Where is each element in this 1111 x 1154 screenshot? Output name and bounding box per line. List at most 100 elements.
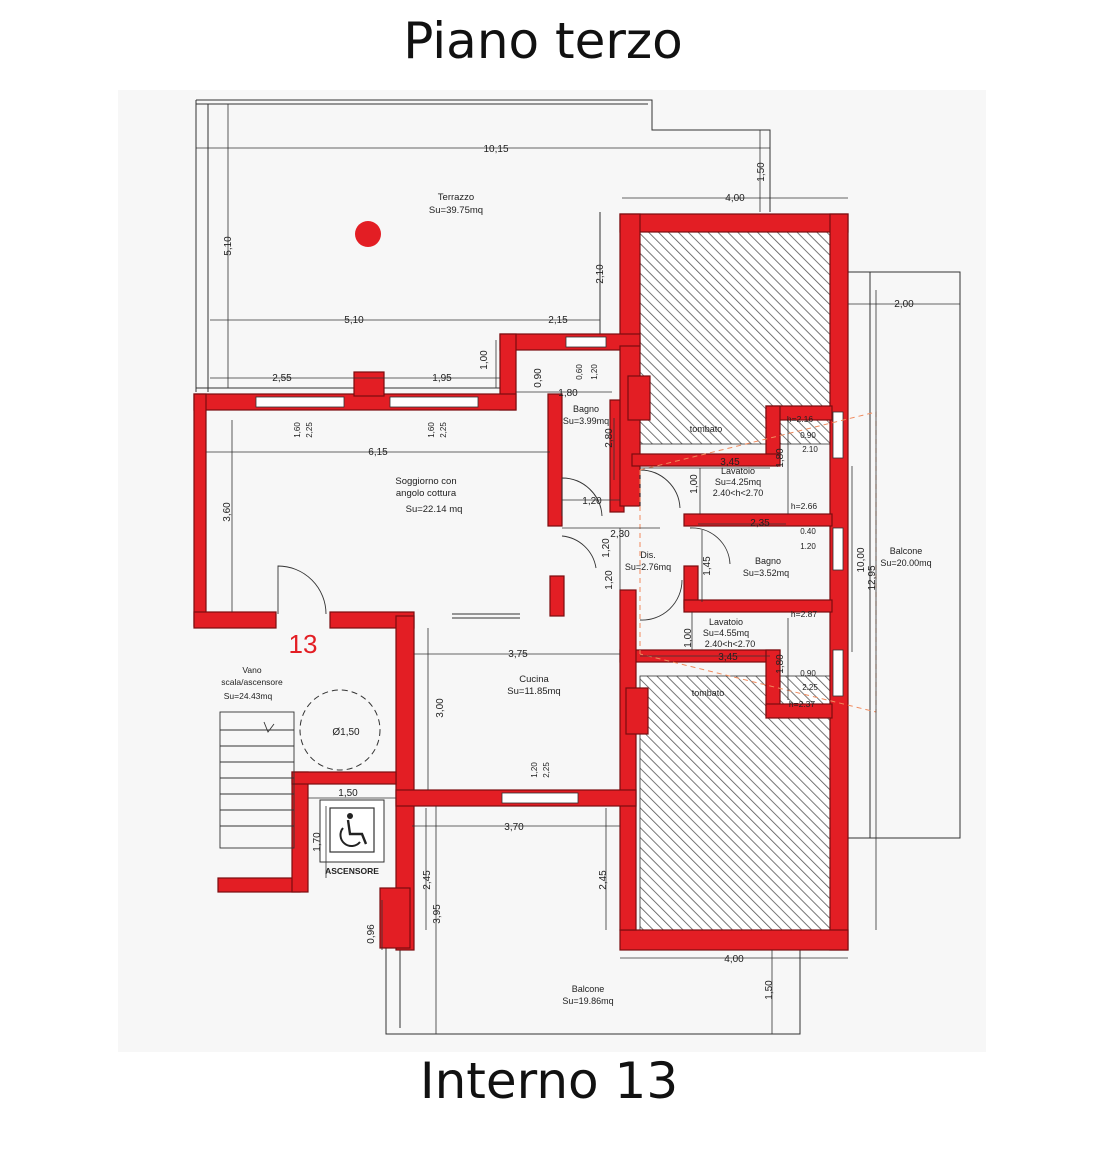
window-lavatoio2 xyxy=(832,649,844,697)
room-name-bagno1: Bagno xyxy=(573,404,599,414)
unit-title: Interno 13 xyxy=(420,1052,678,1110)
dim-lower-left-2: 2,45 xyxy=(422,870,433,890)
wall-entry-jamb xyxy=(549,575,565,617)
tombato-label-top: tombato xyxy=(690,424,723,434)
room-name-soggiorno-2: angolo cottura xyxy=(396,488,457,499)
dim-upper-balcony-depth: 1,50 xyxy=(756,162,767,182)
room-area-terrazzo: Su=39.75mq xyxy=(429,205,483,216)
room-labels: Terrazzo Su=39.75mq Soggiorno con angolo… xyxy=(221,192,931,1006)
window-soggiorno-1 xyxy=(255,396,345,408)
dim-soggiorno-width: 6,15 xyxy=(368,447,388,458)
dim-dis-width: 2,30 xyxy=(610,529,630,540)
room-name-vano-1: Vano xyxy=(242,665,261,675)
windows xyxy=(255,336,844,804)
dim-lavatoio2-depth: 1,80 xyxy=(775,654,786,674)
room-name-vano-2: scala/ascensore xyxy=(221,677,283,687)
right-balcony-outline xyxy=(846,271,961,839)
window-lavatoio1 xyxy=(832,411,844,459)
dim-dis-door-2: 1,20 xyxy=(604,570,615,590)
dim-lavatoio1-depth: 1,80 xyxy=(775,448,786,468)
window-bagno xyxy=(565,336,607,348)
dim-lavatoio2-window-w: 2.25 xyxy=(802,683,818,692)
roof-projection-outline xyxy=(639,411,877,713)
dim-lift-width: 1,50 xyxy=(338,788,358,799)
wall-stair-south xyxy=(217,877,301,893)
room-height-lavatoio2: 2.40<h<2.70 xyxy=(705,639,756,649)
wall-bagno-west xyxy=(547,393,563,527)
dim-window-2-sill: 1,60 xyxy=(427,422,436,438)
room-area-lavatoio2: Su=4.55mq xyxy=(703,628,749,638)
dim-soggiorno-depth: 3,60 xyxy=(222,502,233,522)
dim-cucina-window-width: 2,25 xyxy=(542,762,551,778)
dim-bagno-window-height: 0,90 xyxy=(533,368,544,388)
dim-total-depth: 12,95 xyxy=(867,565,878,590)
door-dis xyxy=(561,535,597,569)
room-name-dis: Dis. xyxy=(640,550,656,560)
dim-lavatoio1-h-min: h=2.66 xyxy=(791,501,818,511)
turning-diameter: Ø1,50 xyxy=(332,727,360,738)
dim-lavatoio1-h-max: h=2.16 xyxy=(787,414,814,424)
wall-top-right xyxy=(619,213,849,233)
room-name-balcone-bottom: Balcone xyxy=(572,984,605,994)
room-name-bagno2: Bagno xyxy=(755,556,781,566)
dim-bagno-width: 1,80 xyxy=(558,388,578,399)
wall-lavatoio1-north xyxy=(631,453,781,467)
dim-lift-depth: 1,70 xyxy=(312,832,323,852)
wall-lift-corner xyxy=(379,887,411,949)
bottom-balcony-outline xyxy=(385,946,801,1035)
wall-core-west xyxy=(619,345,641,507)
dim-terrace-depth: 5,10 xyxy=(223,236,234,256)
door-lavatoio2 xyxy=(639,579,683,621)
room-area-bagno2: Su=3.52mq xyxy=(743,568,789,578)
wall-east xyxy=(829,213,849,951)
wall-west xyxy=(193,393,207,627)
window-cucina xyxy=(501,792,579,804)
dim-lavatoio2-h-max: h=2.87 xyxy=(791,609,818,619)
dim-lavatoio1-window-w: 2.10 xyxy=(802,445,818,454)
wall-lavatoio2-bottom xyxy=(765,703,833,719)
pillar-core xyxy=(627,375,651,421)
room-area-balcone-right: Su=20.00mq xyxy=(880,558,931,568)
dim-cucina-width: 3,75 xyxy=(508,649,528,660)
terrace-outline xyxy=(196,99,771,212)
dim-lavatoio1-width: 3,45 xyxy=(720,457,740,468)
wall-lift-north xyxy=(291,771,397,785)
dim-lavatoio2-h-min: h=2.37 xyxy=(789,699,816,709)
dim-terrace-width: 10,15 xyxy=(483,144,508,155)
dim-bottom-balcony-depth: 1,50 xyxy=(764,980,775,1000)
dim-terrace-step: 2,10 xyxy=(595,264,606,284)
dim-bagno2-window-h: 0.40 xyxy=(800,527,816,536)
dim-bottom-right-width: 4,00 xyxy=(724,954,744,965)
staircase xyxy=(219,711,295,849)
room-area-soggiorno: Su=22.14 mq xyxy=(406,504,463,515)
turning-circle xyxy=(299,689,381,771)
entry-door-swing xyxy=(277,565,327,615)
dim-right-balcony-width: 2,00 xyxy=(894,299,914,310)
door-bagno2 xyxy=(689,527,731,565)
room-name-terrazzo: Terrazzo xyxy=(438,192,474,203)
wall-south-left xyxy=(193,611,277,629)
dim-terrace-step-height: 1,00 xyxy=(479,350,490,370)
dim-door-bagno: 1,20 xyxy=(582,496,602,507)
wall-bottom-right xyxy=(619,929,849,951)
dim-window-2-width: 2,25 xyxy=(439,422,448,438)
dim-terrace-left: 5,10 xyxy=(344,315,364,326)
dimension-lines xyxy=(196,104,960,1034)
room-area-lavatoio1: Su=4.25mq xyxy=(715,477,761,487)
lift-label: ASCENSORE xyxy=(325,866,379,876)
wall-upper-west xyxy=(619,213,641,347)
dim-cucina-depth: 3,00 xyxy=(435,698,446,718)
room-height-lavatoio1: 2.40<h<2.70 xyxy=(713,488,764,498)
dim-core-depth: 10,00 xyxy=(856,547,867,572)
room-name-soggiorno-1: Soggiorno con xyxy=(395,476,456,487)
dim-window-1-width: 2,25 xyxy=(305,422,314,438)
room-area-dis: Su=2.76mq xyxy=(625,562,671,572)
dim-bagno-length: 2,80 xyxy=(604,428,615,448)
room-area-cucina: Su=11.85mq xyxy=(507,686,560,697)
pillar-north xyxy=(353,371,385,397)
dim-lift-wall: 0,96 xyxy=(366,924,377,944)
dim-window-1-sill: 1,60 xyxy=(293,422,302,438)
dim-top-right-width: 4,00 xyxy=(725,193,745,204)
room-name-lavatoio2: Lavatoio xyxy=(709,617,743,627)
